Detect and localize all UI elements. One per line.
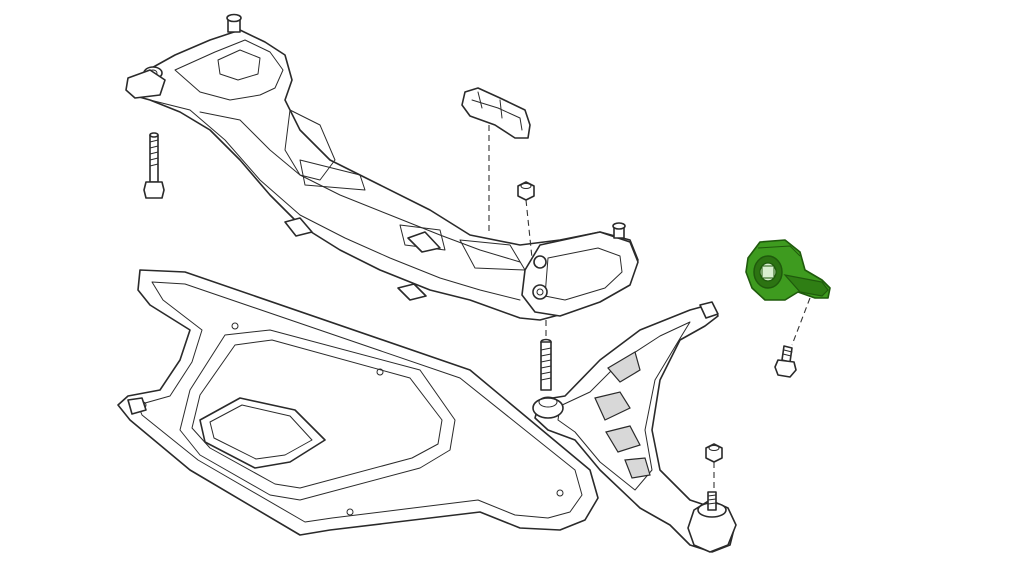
front-subframe	[125, 13, 639, 321]
long-bolt-left	[143, 132, 165, 199]
short-bolt-bushing	[774, 345, 797, 378]
control-arm-bushing	[745, 239, 831, 346]
hex-nut-arm	[705, 443, 723, 490]
stud-bolt	[540, 320, 552, 391]
rubber-mount-bracket	[461, 87, 531, 235]
skid-plate	[117, 269, 599, 536]
control-arm	[532, 301, 737, 553]
hex-nut-top	[517, 181, 535, 259]
